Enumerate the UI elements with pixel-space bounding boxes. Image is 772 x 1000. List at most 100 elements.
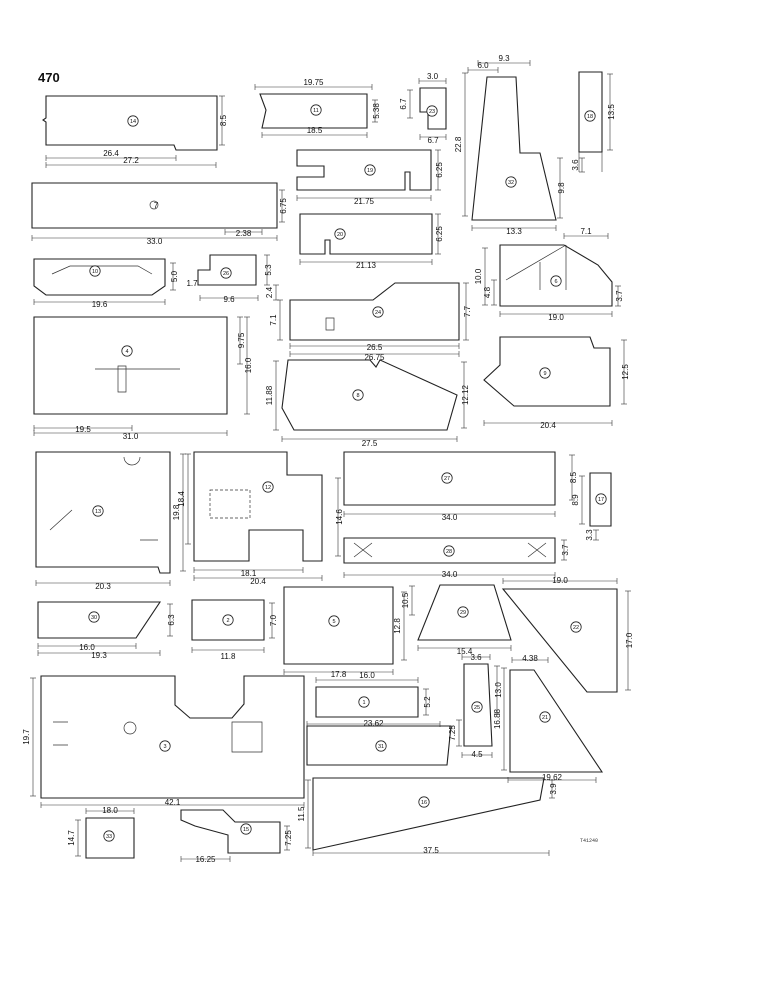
part-number: 17 <box>598 497 604 503</box>
part-outline <box>499 244 613 307</box>
dimension-label: 12.12 <box>461 384 470 405</box>
part-outline <box>343 537 556 564</box>
part-outline <box>343 451 556 506</box>
part-outline <box>505 244 567 281</box>
dimension-label: 7.1 <box>269 314 278 326</box>
dimension-label: 7.1 <box>580 227 592 236</box>
dimension-label: 6.25 <box>435 162 444 178</box>
part-number-circle <box>328 615 340 627</box>
page-number: 470 <box>38 70 60 85</box>
part-number-circle <box>570 621 582 633</box>
dimension-label: 3.7 <box>561 544 570 556</box>
dimension-label: 4.38 <box>522 654 538 663</box>
part-number-circle <box>88 611 100 623</box>
part-number-circle <box>358 696 370 708</box>
part-number: 26 <box>223 271 229 277</box>
part-outline <box>419 87 447 130</box>
dimension-label: 20.3 <box>95 582 111 591</box>
part-outline <box>40 675 305 799</box>
dimension-label: 4.5 <box>471 750 483 759</box>
part-outline <box>471 76 557 221</box>
part-outline <box>33 258 166 296</box>
dimension-label: 6.25 <box>435 226 444 242</box>
dimension-label: 3.6 <box>571 159 580 171</box>
part-number: 28 <box>446 549 452 555</box>
part-number: 7 <box>154 201 159 210</box>
part-outline <box>197 254 257 286</box>
part-number-circle <box>550 275 562 287</box>
part-outline <box>296 149 432 191</box>
dimension-label: 34.0 <box>442 570 458 579</box>
dimension-label: 7.7 <box>463 305 472 317</box>
cutout-outline <box>209 489 251 519</box>
dimension-label: 37.5 <box>423 846 439 855</box>
notch <box>123 456 141 466</box>
part-number-circle <box>443 545 455 557</box>
part-outline <box>299 213 433 255</box>
part-number-circle <box>127 115 139 127</box>
part-number-circle <box>159 740 171 752</box>
part-number-circle <box>310 104 322 116</box>
part-number-circle <box>441 472 453 484</box>
dimension-label: 5.38 <box>372 103 381 119</box>
part-number: 3 <box>163 744 166 750</box>
dimension-label: 16.0 <box>79 643 95 652</box>
part-outline <box>325 317 335 331</box>
part-number-circle <box>92 505 104 517</box>
dimension-label: 18.0 <box>102 806 118 815</box>
part-outline <box>417 584 512 641</box>
dimension-label: 13.5 <box>607 104 616 120</box>
part-number-circle <box>418 796 430 808</box>
dimension-label: 18.5 <box>307 126 323 135</box>
dimension-label: 3.6 <box>470 653 482 662</box>
part-23: 233.06.76.7 <box>399 72 447 145</box>
dimension-label: 3.9 <box>549 783 558 795</box>
dimension-label: 14.6 <box>335 509 344 525</box>
part-number: 20 <box>337 232 343 238</box>
dimension-label: 17.8 <box>331 670 347 679</box>
dimension-label: 9.6 <box>223 295 235 304</box>
part-number: 10 <box>92 269 98 275</box>
art-number: T41240 <box>580 838 599 844</box>
dimension-label: 9.75 <box>237 332 246 348</box>
part-number-circle <box>471 701 483 713</box>
dimension-label: 19.0 <box>548 313 564 322</box>
part-outline <box>42 95 218 151</box>
dimension-label: 16.88 <box>493 708 502 729</box>
dimension-label: 16.0 <box>359 671 375 680</box>
part-number: 30 <box>91 615 97 621</box>
part-outline <box>85 817 135 859</box>
hole <box>123 721 137 735</box>
dimension-label: 19.75 <box>303 78 324 87</box>
part-number: 2 <box>226 618 229 624</box>
part-11: 11 19.75 18.5 5.38 <box>254 78 381 138</box>
part-26: 261.79.65.3 <box>186 254 273 304</box>
part-number: 25 <box>474 705 480 711</box>
part-number: 11 <box>313 108 319 114</box>
part-number-circle <box>595 493 607 505</box>
dimension-label: 6.3 <box>167 614 176 626</box>
part-number-circle <box>89 265 101 277</box>
part-number: 8 <box>356 393 359 399</box>
part-number-circle <box>364 164 376 176</box>
dimension-label: 21.13 <box>356 261 377 270</box>
part-outline <box>281 359 458 431</box>
part-outline <box>353 542 547 558</box>
part-6: 67.110.04.819.03.7 <box>474 227 624 322</box>
dimension-label: 6.7 <box>399 98 408 110</box>
dimension-label: 5.0 <box>170 270 179 282</box>
part-number-circle <box>584 110 596 122</box>
part-number-circle <box>121 345 133 357</box>
dimension-label: 14.7 <box>67 830 76 846</box>
part-outline <box>193 451 323 562</box>
part-number: 13 <box>95 509 101 515</box>
